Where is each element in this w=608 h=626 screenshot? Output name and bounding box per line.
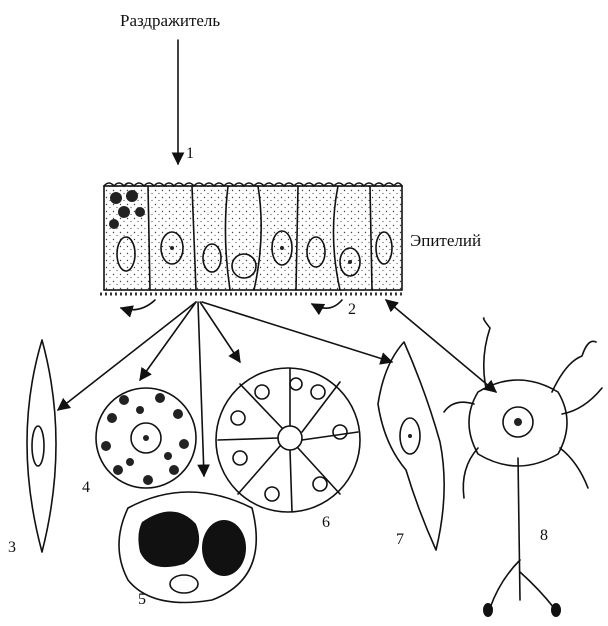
label-8: 8 [540, 528, 548, 544]
epithelium-layer [100, 183, 404, 294]
cell-4-granulocyte [96, 388, 196, 488]
cell-6-gland-acinus [216, 368, 360, 512]
label-4: 4 [82, 480, 90, 496]
label-5: 5 [138, 592, 146, 608]
cell-3-fibroblast [27, 340, 56, 552]
curved-arrow-left [121, 300, 155, 310]
label-6: 6 [322, 515, 330, 531]
stimulus-label: Раздражитель [120, 12, 220, 29]
epithelium-label: Эпителий [410, 232, 481, 249]
cell-8-neuron [444, 318, 602, 617]
cell-7-elongated-cell [378, 342, 444, 550]
label-2: 2 [348, 302, 356, 318]
curved-arrow-2 [312, 300, 342, 308]
label-1: 1 [186, 146, 194, 162]
label-3: 3 [8, 540, 16, 556]
cell-5-cell [119, 492, 256, 603]
label-7: 7 [396, 532, 404, 548]
